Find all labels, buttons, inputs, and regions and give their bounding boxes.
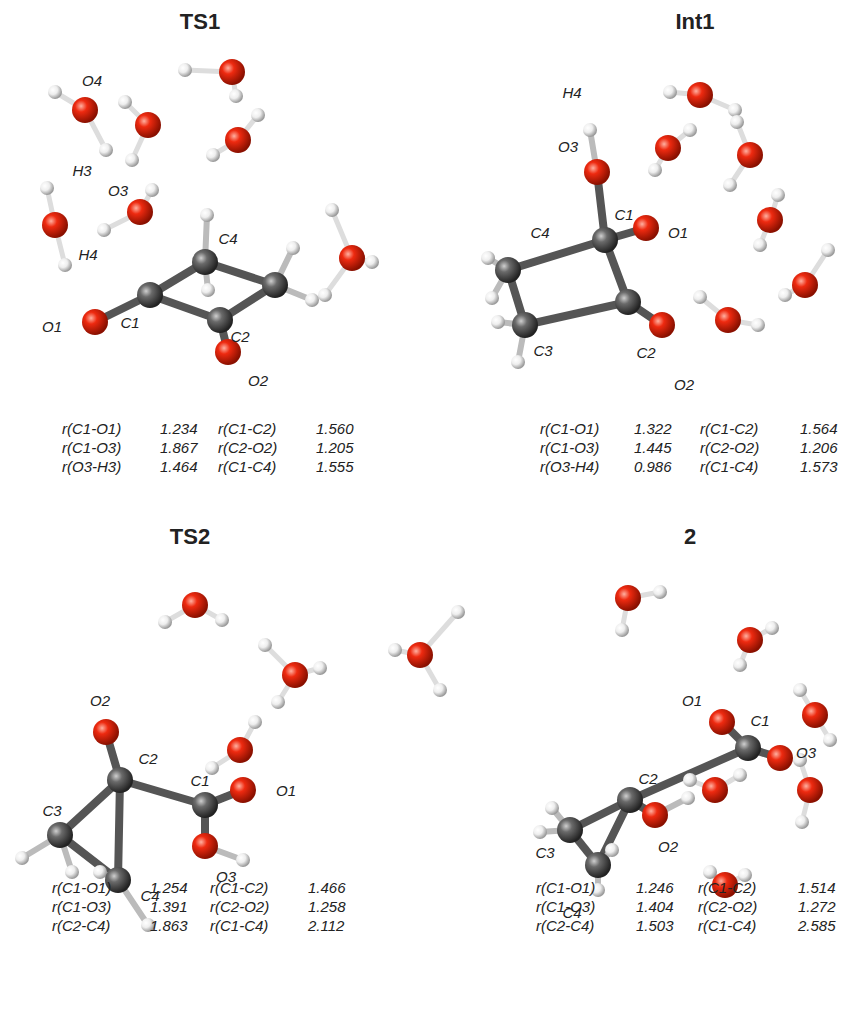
distance-value: 1.555 <box>316 458 354 475</box>
distance-name: r(C1-O1) <box>540 420 599 437</box>
atom-label: C2 <box>636 344 655 361</box>
panel-title: Int1 <box>675 9 714 35</box>
distance-name: r(C1-C2) <box>210 879 268 896</box>
atom-label: H4 <box>78 246 97 263</box>
atom-label: O2 <box>658 838 678 855</box>
distance-name: r(C2-O2) <box>700 439 759 456</box>
atom-label: O3 <box>108 182 128 199</box>
distance-value: 1.246 <box>636 879 674 896</box>
atom-label: O3 <box>796 744 816 761</box>
atom-label: O2 <box>674 376 694 393</box>
atom-label: C3 <box>533 342 552 359</box>
atom-label: O2 <box>90 692 110 709</box>
atom-label: C4 <box>530 224 549 241</box>
distance-name: r(C1-O1) <box>52 879 111 896</box>
distance-name: r(C1-C2) <box>698 879 756 896</box>
distance-value: 2.585 <box>798 917 836 934</box>
atom-label: O1 <box>42 318 62 335</box>
distance-value: 1.503 <box>636 917 674 934</box>
atom-label: C4 <box>218 230 237 247</box>
distance-name: r(C2-O2) <box>698 898 757 915</box>
distance-name: r(C2-C4) <box>536 917 594 934</box>
atom-label: O3 <box>558 138 578 155</box>
distance-name: r(C1-O3) <box>62 439 121 456</box>
panel-title: TS1 <box>180 9 220 35</box>
distance-value: 1.560 <box>316 420 354 437</box>
distance-value: 1.863 <box>150 917 188 934</box>
distance-value: 1.445 <box>634 439 672 456</box>
atom-label: C1 <box>120 314 139 331</box>
distance-name: r(C1-O1) <box>536 879 595 896</box>
distance-name: r(C1-C4) <box>210 917 268 934</box>
distance-value: 1.867 <box>160 439 198 456</box>
atom-label: C2 <box>230 328 249 345</box>
atom-label: O2 <box>248 372 268 389</box>
distance-value: 1.564 <box>800 420 838 437</box>
distance-name: r(C1-C4) <box>698 917 756 934</box>
panel-title: 2 <box>684 524 696 550</box>
distance-value: 1.272 <box>798 898 836 915</box>
distance-value: 1.258 <box>308 898 346 915</box>
distance-name: r(C1-O1) <box>62 420 121 437</box>
distance-name: r(C1-C2) <box>218 420 276 437</box>
distance-name: r(C1-C2) <box>700 420 758 437</box>
distance-value: 1.404 <box>636 898 674 915</box>
atom-label: C2 <box>138 750 157 767</box>
distance-value: 1.206 <box>800 439 838 456</box>
distance-name: r(C1-O3) <box>540 439 599 456</box>
atom-label: O4 <box>82 72 102 89</box>
atom-label: C2 <box>638 770 657 787</box>
atom-label: H4 <box>562 84 581 101</box>
atom-label: H3 <box>72 162 91 179</box>
atom-label: O1 <box>276 782 296 799</box>
atom-label: O1 <box>682 692 702 709</box>
distance-value: 1.466 <box>308 879 346 896</box>
distance-value: 1.391 <box>150 898 188 915</box>
atom-label: C1 <box>750 712 769 729</box>
distance-value: 1.205 <box>316 439 354 456</box>
distance-value: 2.112 <box>308 917 344 934</box>
distance-value: 1.464 <box>160 458 198 475</box>
distance-name: r(C1-O3) <box>536 898 595 915</box>
distance-value: 1.573 <box>800 458 838 475</box>
atom-label: C1 <box>190 772 209 789</box>
distance-value: 1.254 <box>150 879 188 896</box>
distance-value: 1.514 <box>798 879 836 896</box>
distance-name: r(C1-C4) <box>700 458 758 475</box>
distance-name: r(O3-H3) <box>62 458 121 475</box>
distance-name: r(C2-O2) <box>218 439 277 456</box>
atom-label: C1 <box>614 206 633 223</box>
distance-name: r(C1-O3) <box>52 898 111 915</box>
atom-label: O1 <box>668 224 688 241</box>
distance-value: 1.234 <box>160 420 198 437</box>
distance-name: r(O3-H4) <box>540 458 599 475</box>
distance-name: r(C2-O2) <box>210 898 269 915</box>
distance-value: 1.322 <box>634 420 672 437</box>
distance-name: r(C1-C4) <box>218 458 276 475</box>
distance-name: r(C2-C4) <box>52 917 110 934</box>
atom-label: C3 <box>535 844 554 861</box>
panel-title: TS2 <box>170 524 210 550</box>
atom-label: C3 <box>42 802 61 819</box>
distance-value: 0.986 <box>634 458 672 475</box>
